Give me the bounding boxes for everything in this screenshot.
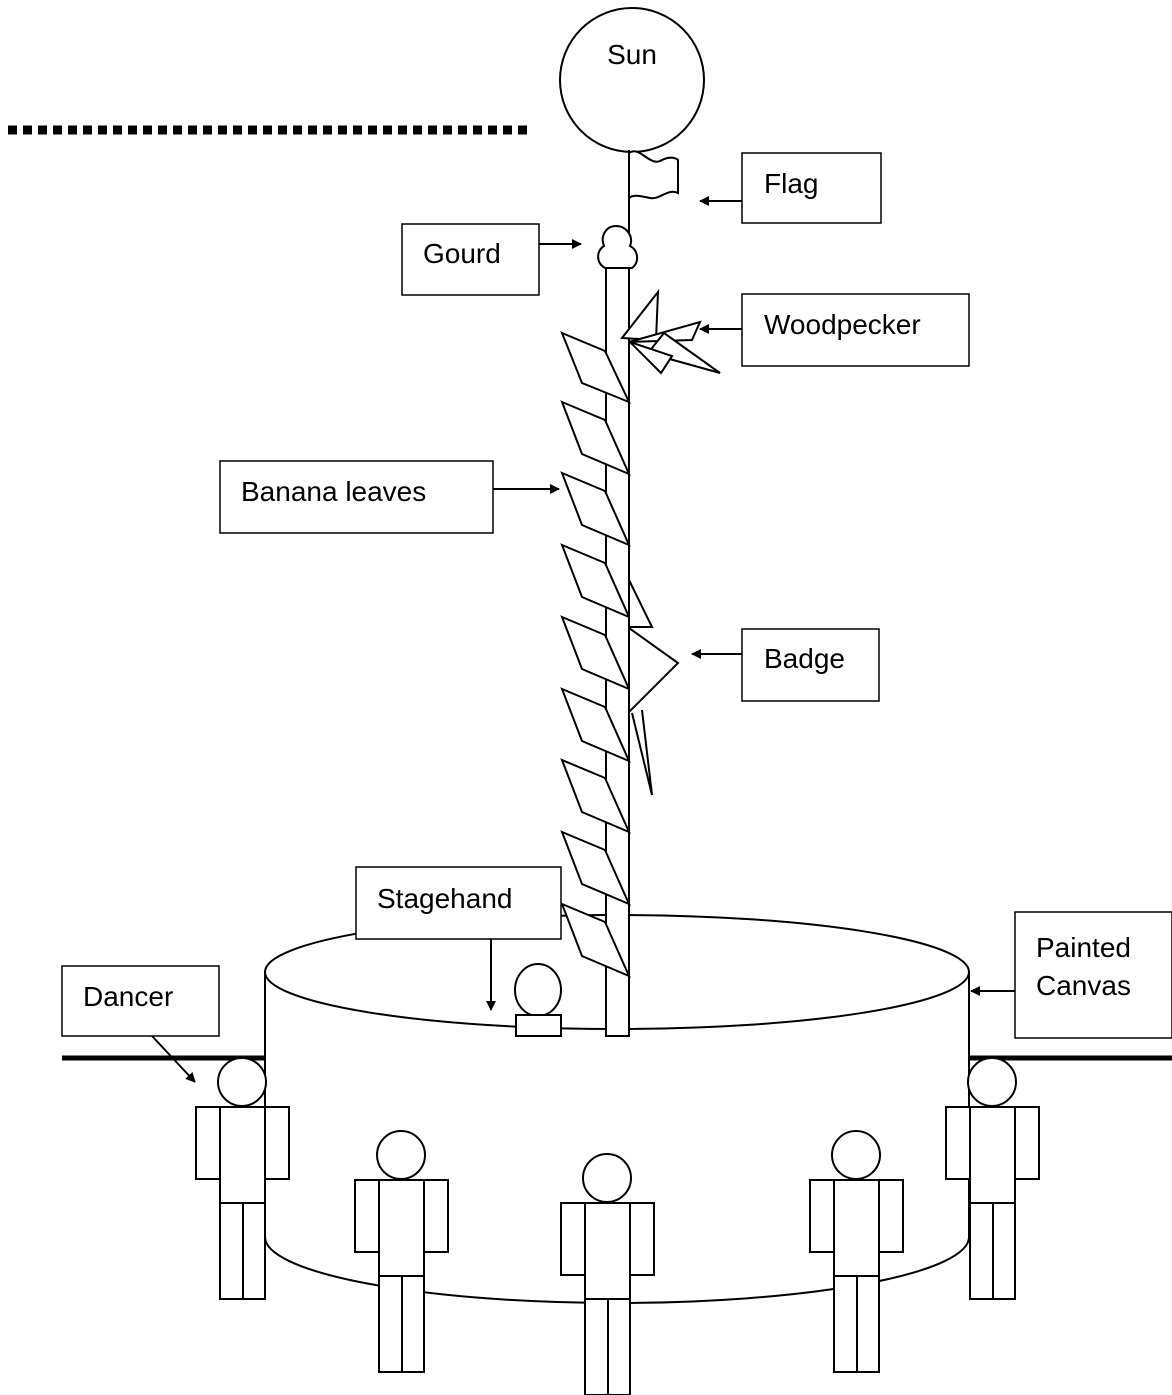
stagehand-figure (515, 964, 561, 1036)
gourd-shape (598, 226, 637, 268)
painted-canvas-label-line1: Painted (1036, 932, 1131, 963)
flag-label: Flag (764, 168, 818, 199)
banana-leaves-label: Banana leaves (241, 476, 426, 507)
woodpecker-shape (622, 292, 720, 373)
stagehand-label: Stagehand (377, 883, 512, 914)
badge-label: Badge (764, 643, 845, 674)
painted-canvas-label-line2: Canvas (1036, 970, 1131, 1001)
badge-shape (629, 580, 678, 795)
flag-shape (629, 151, 678, 198)
sun-label: Sun (607, 39, 657, 70)
woodpecker-label: Woodpecker (764, 309, 921, 340)
dancer-label: Dancer (83, 981, 173, 1012)
sun-circle (560, 8, 704, 152)
gourd-label: Gourd (423, 238, 501, 269)
